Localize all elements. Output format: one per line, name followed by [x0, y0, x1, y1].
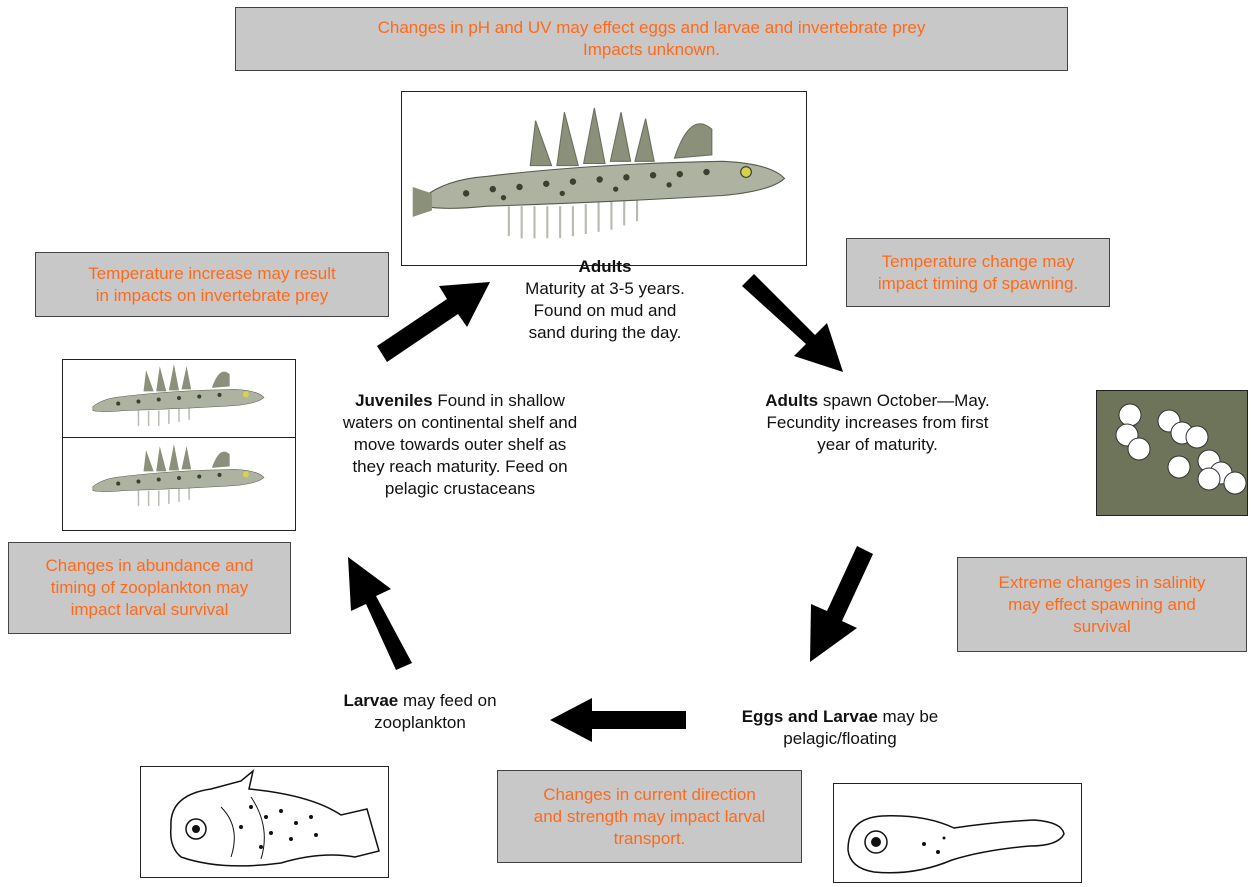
spawn-rest: spawn October—May.	[818, 391, 990, 410]
older-larva-illustration	[169, 769, 380, 867]
eggs-title: Eggs and Larvae	[741, 707, 878, 726]
adults-title: Adults	[578, 257, 632, 276]
ph-uv-line-1: Changes in pH and UV may effect eggs and…	[377, 18, 926, 37]
temp-prey-line-2: in impacts on invertebrate prey	[95, 285, 329, 305]
spawn-line-2: year of maturity.	[817, 435, 938, 454]
spawn-title: Adults	[765, 391, 819, 410]
ph-uv-impact-box: Changes in pH and UV may effect eggs and…	[235, 7, 1068, 71]
eggs-larvae-stage-label: Eggs and Larvae may be pelagic/floating	[700, 706, 980, 750]
juveniles-rest: Found in shallow	[432, 391, 565, 410]
arrow-spawn-to-eggs	[810, 546, 873, 662]
salinity-line-1: Extreme changes in salinity	[998, 572, 1206, 592]
larva-drawing-frame-right	[833, 783, 1082, 883]
eggs-photo-frame	[1096, 390, 1248, 516]
temperature-prey-box: Temperature increase may result in impac…	[35, 252, 389, 317]
temp-prey-line-1: Temperature increase may result	[88, 263, 336, 283]
juvenile-fish-illustration-bottom	[92, 444, 265, 506]
larvae-stage-label: Larvae may feed on zooplankton	[310, 690, 530, 734]
arrow-adults-to-spawn	[742, 274, 843, 372]
adults-line-2: Found on mud and	[533, 301, 677, 320]
salinity-impact-box: Extreme changes in salinity may effect s…	[957, 557, 1247, 652]
spawn-stage-label: Adults spawn October—May. Fecundity incr…	[735, 390, 1020, 456]
salinity-line-2: may effect spawning and	[1008, 594, 1196, 614]
juvenile-fish-illustration-top	[92, 364, 265, 426]
arrow-eggs-to-larvae	[550, 698, 686, 742]
adult-fish-image-frame	[401, 91, 807, 266]
juveniles-stage-label: Juveniles Found in shallow waters on con…	[300, 390, 620, 500]
ph-uv-line-2: Impacts unknown.	[582, 40, 720, 59]
salinity-line-3: survival	[1073, 616, 1131, 636]
temp-spawn-line-2: impact timing of spawning.	[877, 273, 1079, 293]
zoo-line-3: impact larval survival	[70, 600, 229, 619]
adults-line-1: Maturity at 3-5 years.	[525, 279, 685, 298]
juveniles-line-2: move towards outer shelf as	[353, 435, 567, 454]
current-line-1: Changes in current direction	[543, 784, 756, 804]
juveniles-line-3: they reach maturity. Feed on	[352, 457, 568, 476]
adult-fish-illustration	[412, 107, 786, 239]
adults-line-3: sand during the day.	[528, 323, 682, 342]
arrow-juveniles-to-adults	[377, 282, 490, 362]
juveniles-line-1: waters on continental shelf and	[342, 413, 578, 432]
juveniles-title: Juveniles	[355, 391, 433, 410]
current-line-2: and strength may impact larval	[533, 806, 766, 826]
current-impact-box: Changes in current direction and strengt…	[497, 770, 802, 863]
eggs-line-1: pelagic/floating	[783, 729, 897, 748]
larvae-line-1: zooplankton	[374, 713, 466, 732]
zoo-line-1: Changes in abundance and	[45, 556, 254, 575]
zoo-line-2: timing of zooplankton may	[50, 578, 249, 597]
juvenile-fish-image-frame	[62, 359, 296, 531]
zooplankton-impact-box: Changes in abundance and timing of zoopl…	[8, 542, 291, 634]
eggs-rest: may be	[877, 707, 939, 726]
early-larva-illustration	[847, 815, 1065, 874]
larvae-title: Larvae	[343, 691, 399, 710]
larvae-rest: may feed on	[398, 691, 497, 710]
temp-spawn-line-1: Temperature change may	[881, 251, 1075, 271]
adults-stage-label: Adults Maturity at 3-5 years. Found on m…	[505, 256, 705, 344]
juveniles-line-4: pelagic crustaceans	[384, 479, 536, 498]
spawn-line-1: Fecundity increases from first	[766, 413, 989, 432]
eggs-photo-illustration	[1115, 403, 1247, 495]
temperature-spawning-box: Temperature change may impact timing of …	[846, 238, 1110, 307]
current-line-3: transport.	[613, 828, 686, 848]
larva-drawing-frame-left	[140, 766, 389, 878]
arrow-larvae-to-juveniles	[348, 557, 412, 670]
